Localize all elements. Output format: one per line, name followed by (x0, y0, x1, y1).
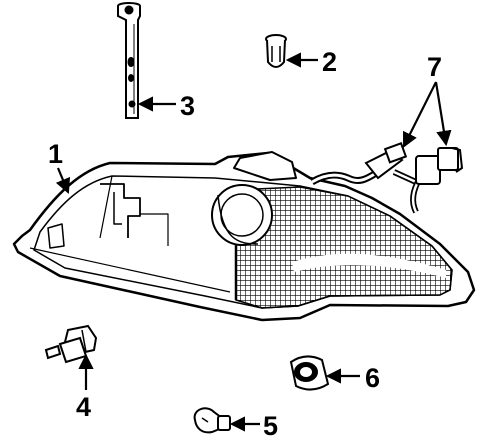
bulb-socket (44, 324, 98, 364)
leader-arrows (55, 52, 452, 432)
headlamp-assembly (12, 151, 476, 322)
push-clip (265, 34, 287, 68)
callout-4: 4 (76, 392, 91, 422)
leader-1 (55, 167, 71, 195)
small-bulb-socket (289, 355, 330, 391)
callout-6: 6 (365, 363, 380, 393)
leader-7b (434, 81, 452, 147)
mounting-bracket (117, 2, 141, 119)
callout-7: 7 (427, 52, 442, 82)
callout-2: 2 (322, 47, 337, 77)
wiring-harness (310, 142, 464, 214)
bulb (193, 407, 231, 434)
leader-7a (403, 81, 437, 148)
callout-1: 1 (48, 139, 63, 169)
callout-3: 3 (180, 91, 195, 121)
callout-5: 5 (263, 411, 278, 441)
